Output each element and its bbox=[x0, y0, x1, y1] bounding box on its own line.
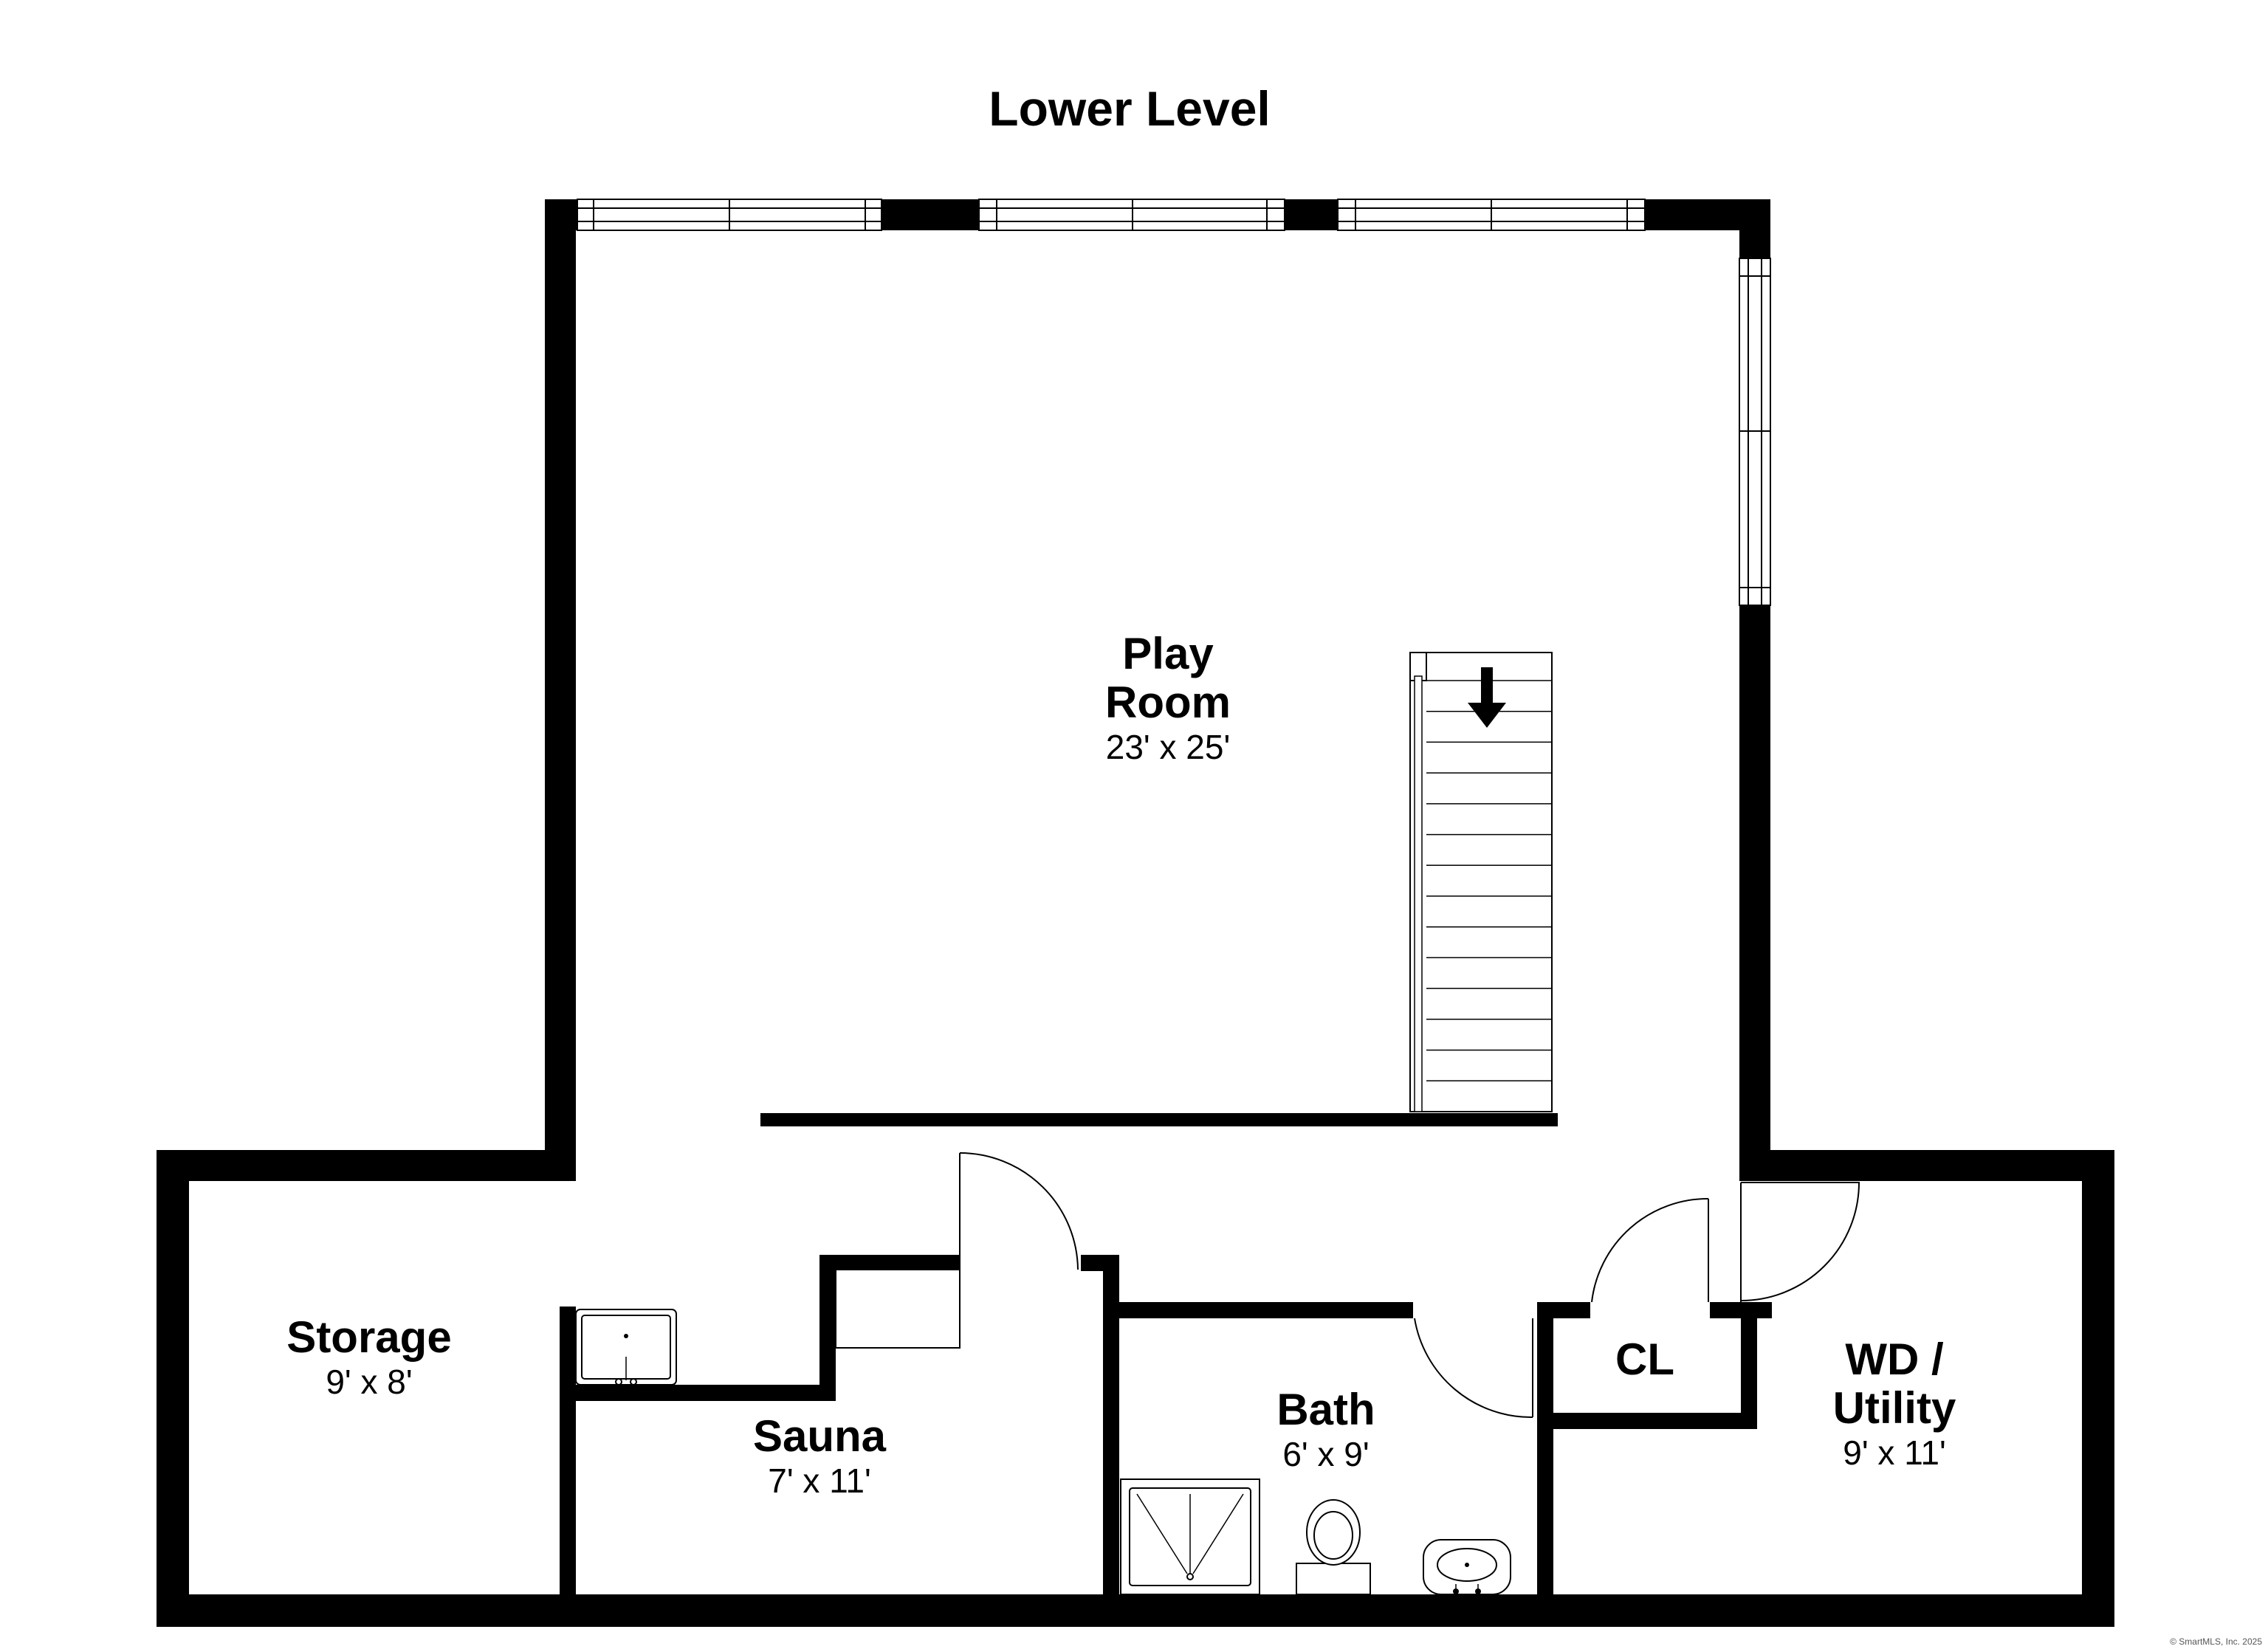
wall-sauna-top-left bbox=[560, 1385, 834, 1401]
plan-title: Lower Level bbox=[989, 81, 1270, 136]
copyright-notice: © SmartMLS, Inc. 2025 bbox=[2170, 1636, 2262, 1647]
room-label-sauna: Sauna 7' x 11' bbox=[753, 1411, 887, 1500]
window-3 bbox=[1337, 199, 1646, 231]
play-room-name-line1: Play bbox=[1122, 629, 1214, 678]
wall-closet-top-left bbox=[1537, 1302, 1590, 1318]
wall-wd-right bbox=[2082, 1150, 2114, 1627]
wd-utility-name-line2: Utility bbox=[1833, 1383, 1956, 1433]
stair-steps bbox=[1426, 710, 1552, 1082]
wall-sauna-bath bbox=[1103, 1255, 1119, 1625]
bath-dims: 6' x 9' bbox=[1282, 1435, 1369, 1473]
door-wd-utility bbox=[1740, 1182, 1860, 1302]
storage-name: Storage bbox=[286, 1312, 451, 1362]
room-label-storage: Storage 9' x 8' bbox=[286, 1312, 451, 1401]
door-bath bbox=[1414, 1318, 1533, 1419]
wall-sauna-step bbox=[819, 1255, 836, 1401]
wall-closet-right bbox=[1741, 1302, 1757, 1429]
doors bbox=[835, 1152, 1860, 1419]
wall-play-partition bbox=[760, 1113, 1558, 1126]
wall-top-seg3 bbox=[1285, 199, 1338, 230]
play-room-dims: 23' x 25' bbox=[1106, 728, 1230, 766]
door-closet bbox=[1591, 1197, 1709, 1303]
wall-wd-top bbox=[1739, 1150, 2114, 1181]
room-label-bath: Bath 6' x 9' bbox=[1276, 1385, 1375, 1473]
closet-name: CL bbox=[1615, 1335, 1674, 1384]
toilet-icon bbox=[1296, 1499, 1371, 1595]
wall-closet-bottom bbox=[1537, 1413, 1757, 1429]
utility-sink-icon bbox=[575, 1309, 677, 1385]
window-1 bbox=[577, 199, 882, 231]
wd-utility-dims: 9' x 11' bbox=[1843, 1433, 1945, 1472]
bath-name: Bath bbox=[1276, 1385, 1375, 1434]
wall-storage-sauna bbox=[560, 1307, 576, 1625]
fixtures bbox=[575, 1309, 1511, 1595]
sauna-dims: 7' x 11' bbox=[768, 1462, 870, 1500]
shower-icon bbox=[1120, 1478, 1260, 1595]
wall-bath-top bbox=[1103, 1302, 1413, 1318]
windows-top bbox=[577, 199, 1646, 231]
exterior-walls bbox=[157, 199, 2114, 1627]
window-2 bbox=[978, 199, 1285, 231]
wall-right-lower bbox=[1739, 605, 1770, 1181]
wall-bottom bbox=[157, 1594, 2114, 1627]
sauna-bench bbox=[835, 1269, 961, 1349]
wall-top-seg1 bbox=[545, 199, 577, 230]
interior-walls bbox=[560, 1113, 1772, 1625]
wall-sauna-top-right bbox=[819, 1255, 960, 1271]
wall-play-left bbox=[545, 199, 576, 1181]
sauna-name: Sauna bbox=[753, 1411, 887, 1461]
staircase bbox=[1409, 652, 1553, 1112]
door-sauna bbox=[959, 1152, 1079, 1270]
window-right bbox=[1739, 258, 1771, 606]
storage-dims: 9' x 8' bbox=[326, 1363, 412, 1401]
bath-sink-icon bbox=[1423, 1539, 1511, 1595]
stair-rail bbox=[1414, 675, 1423, 1112]
wall-storage-top bbox=[157, 1150, 576, 1181]
wall-right-top bbox=[1739, 199, 1770, 258]
room-label-wd-utility: WD / Utility 9' x 11' bbox=[1833, 1335, 1956, 1472]
stair-down-arrow-icon bbox=[1468, 667, 1506, 728]
wall-storage-left bbox=[157, 1150, 189, 1625]
wall-top-seg2 bbox=[882, 199, 979, 230]
room-label-play-room: Play Room 23' x 25' bbox=[1105, 629, 1231, 766]
wd-utility-name-line1: WD / bbox=[1845, 1335, 1944, 1384]
wall-bath-closet bbox=[1537, 1302, 1553, 1625]
play-room-name-line2: Room bbox=[1105, 678, 1231, 727]
room-label-closet: CL bbox=[1615, 1335, 1674, 1384]
